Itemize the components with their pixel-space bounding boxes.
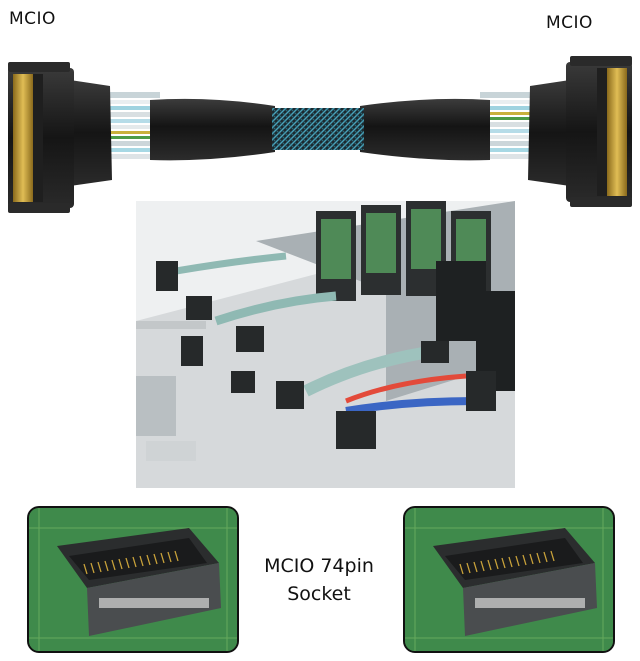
socket-photo-right bbox=[403, 506, 615, 653]
caption-line-2: Socket bbox=[287, 583, 351, 605]
right-mcio-connector bbox=[528, 56, 632, 207]
motherboard-cabling-photo bbox=[136, 201, 515, 488]
ribbon-cables bbox=[175, 252, 477, 415]
heatsink bbox=[136, 376, 176, 436]
socket-photo-left bbox=[27, 506, 239, 653]
board-chip bbox=[146, 441, 196, 461]
left-connector-label: MCIO bbox=[9, 9, 56, 29]
mcio-connectors bbox=[156, 261, 496, 449]
right-connector-label: MCIO bbox=[546, 13, 593, 33]
left-mcio-connector bbox=[8, 62, 112, 213]
left-sleeve bbox=[150, 98, 275, 161]
braided-section bbox=[272, 108, 364, 150]
right-wire-bundle bbox=[480, 92, 540, 159]
socket-caption: MCIO 74pin Socket bbox=[244, 552, 394, 608]
expansion-slot bbox=[136, 321, 206, 329]
left-wire-bundle bbox=[100, 92, 160, 159]
drive-bays bbox=[316, 201, 515, 391]
caption-line-1: MCIO 74pin bbox=[264, 555, 374, 577]
mcio-cable-image bbox=[8, 56, 632, 213]
right-sleeve bbox=[360, 98, 490, 161]
